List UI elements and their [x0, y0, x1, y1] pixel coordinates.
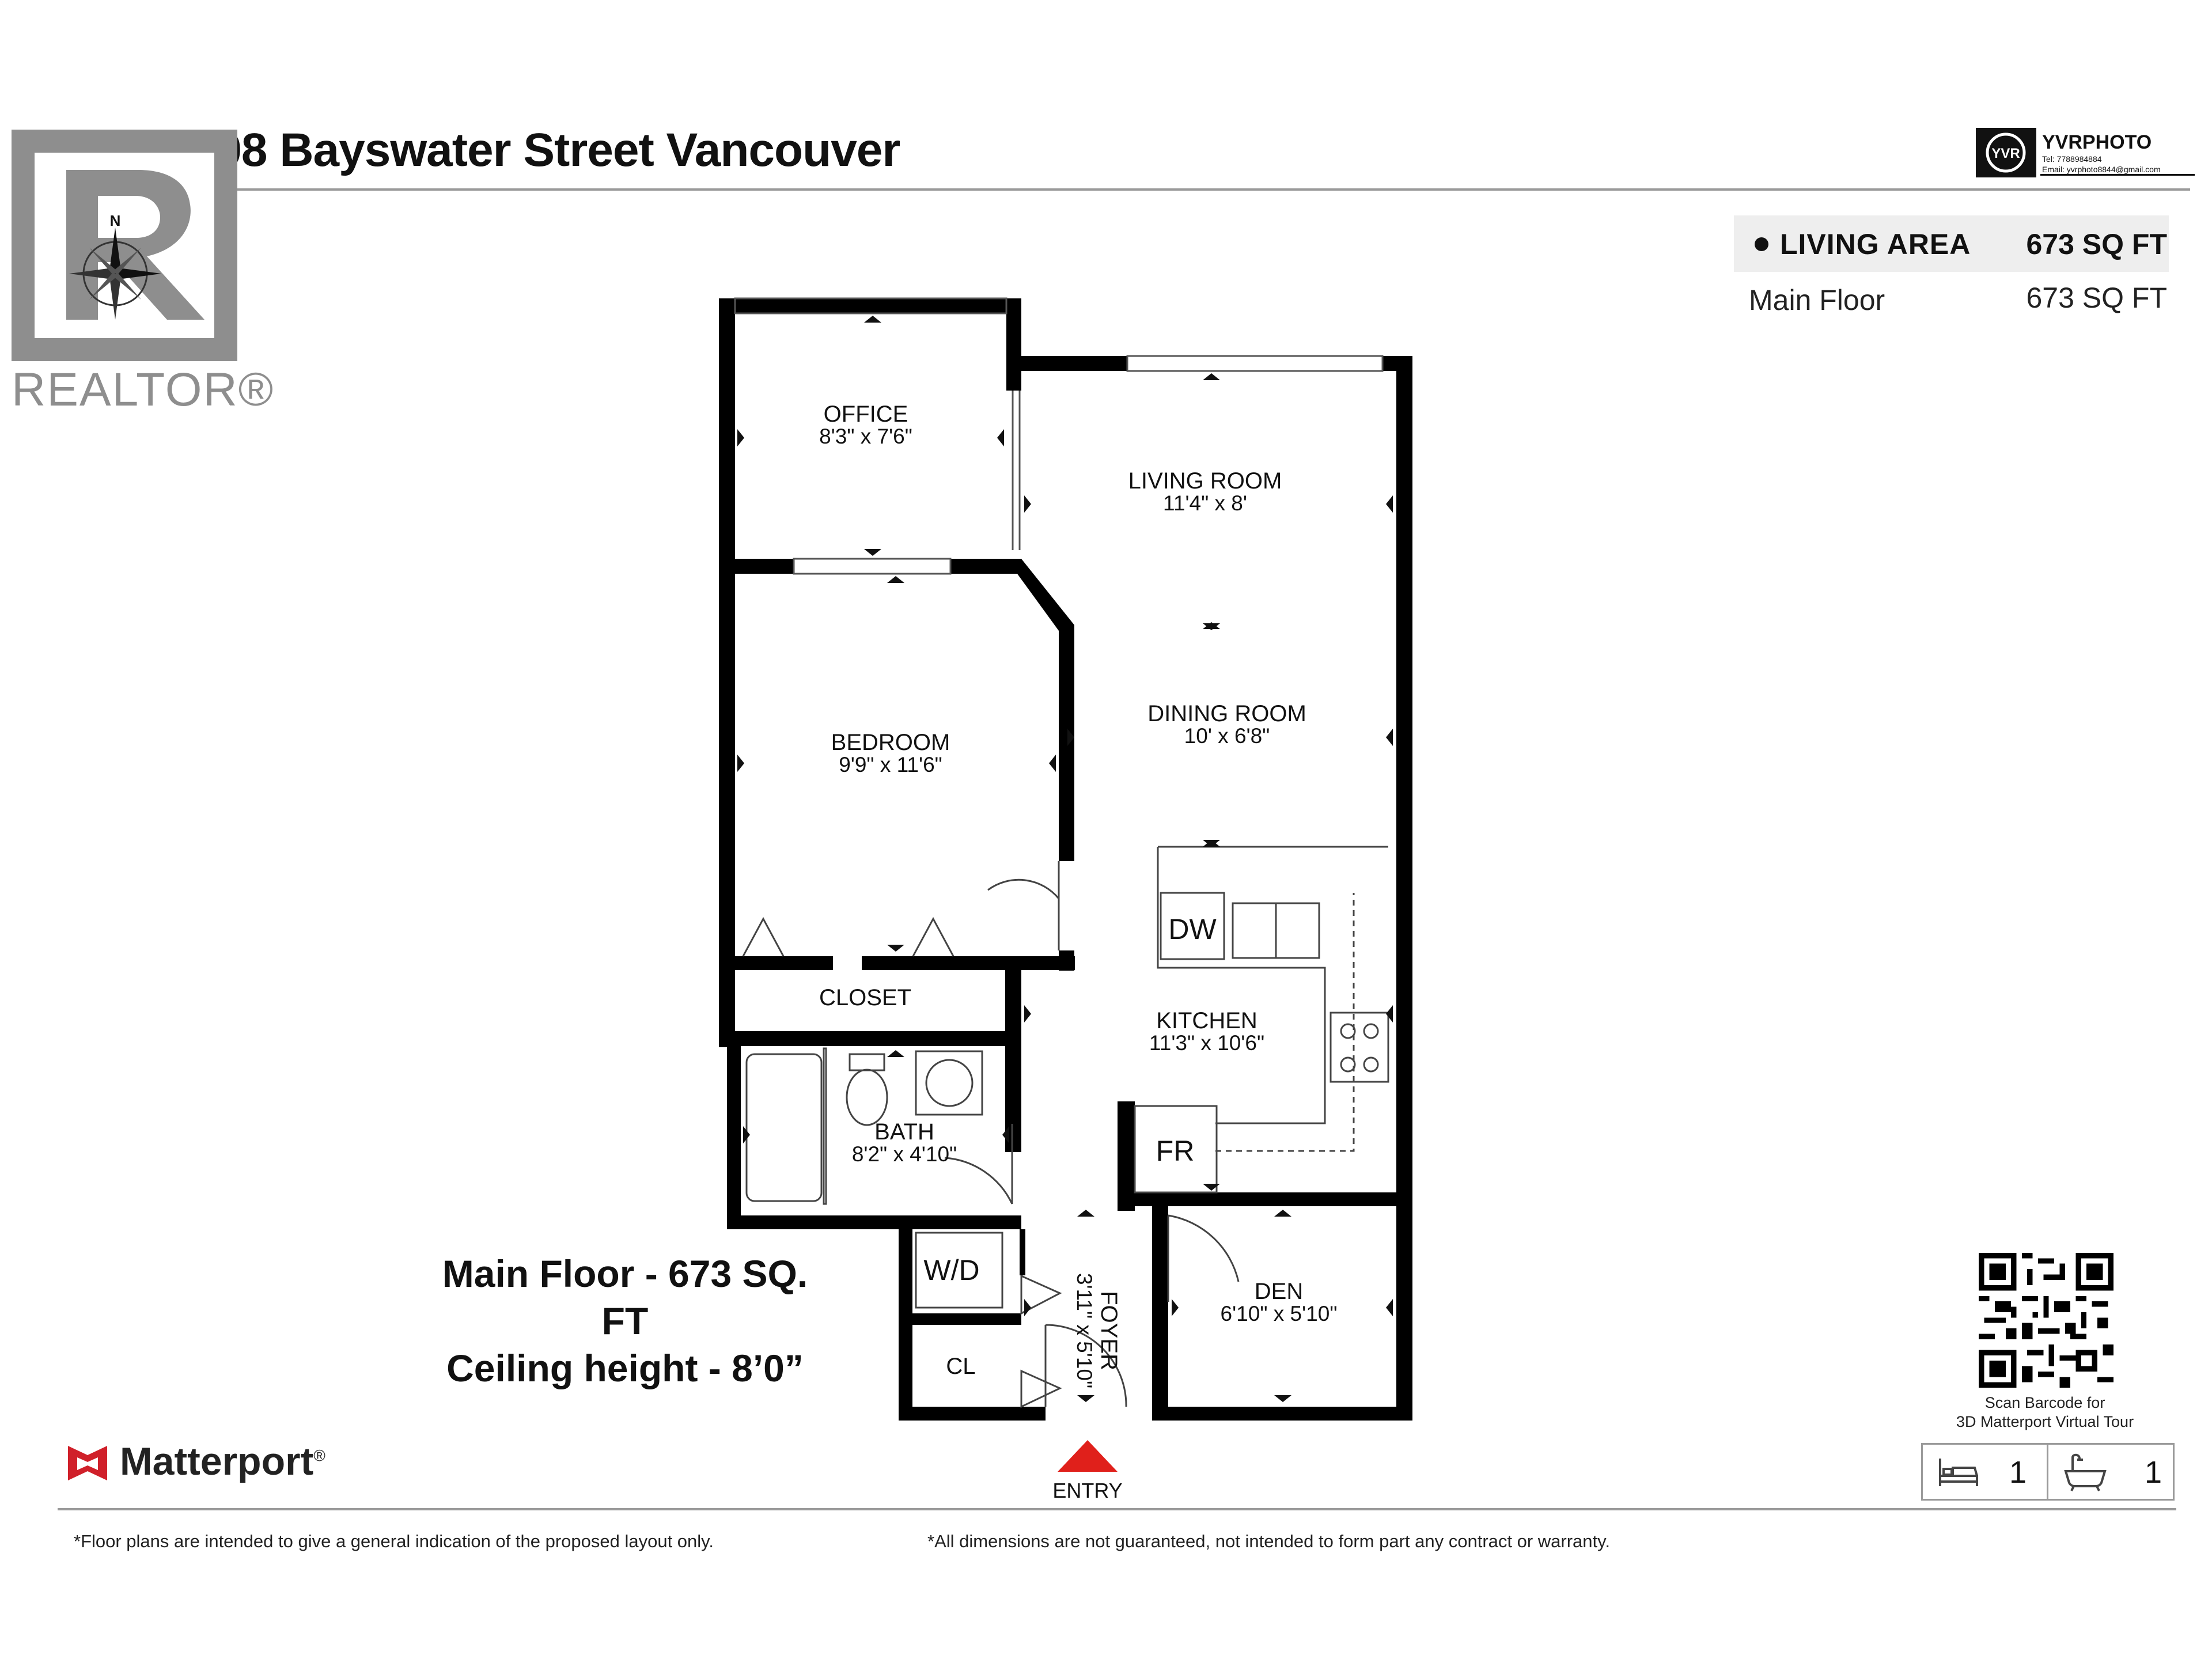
brand-email: Email: yvrphoto8844@gmail.com	[2042, 165, 2161, 174]
qr-caption-line-2: 3D Matterport Virtual Tour	[1956, 1413, 2134, 1430]
wall	[719, 298, 735, 1047]
dishwasher	[1160, 892, 1225, 960]
wall	[1152, 1407, 1412, 1421]
qr-caption-line-1: Scan Barcode for	[1984, 1394, 2105, 1411]
bath-door	[944, 1124, 1013, 1205]
wall	[1152, 1206, 1168, 1421]
window	[734, 297, 1007, 315]
wall	[862, 956, 1075, 970]
matterport-brand: Matterport	[120, 1440, 314, 1483]
compass-north-label: N	[110, 213, 121, 229]
counter-edge	[1157, 847, 1326, 1124]
ceiling-height-note: Ceiling height - 8’0”	[446, 1347, 804, 1389]
room-den-name: DEN	[1255, 1279, 1303, 1304]
vanity	[915, 1050, 983, 1116]
window	[793, 558, 952, 575]
room-den-size: 6'10" x 5'10"	[1221, 1302, 1338, 1325]
wall	[1020, 1229, 1025, 1275]
room-living-size: 11'4" x 8'	[1163, 491, 1247, 515]
room-dining-size: 10' x 6'8"	[1184, 724, 1270, 748]
wall	[1059, 631, 1074, 861]
qr-code-icon[interactable]	[1979, 1253, 2113, 1388]
disclaimer-dimensions: *All dimensions are not guaranteed, not …	[927, 1531, 1610, 1551]
room-bath-size: 8'2" x 4'10"	[852, 1142, 957, 1166]
washer-dryer	[915, 1232, 1003, 1309]
toilet-bowl	[846, 1069, 888, 1126]
fridge	[1134, 1105, 1218, 1194]
matterport-wordmark: Matterport®	[120, 1439, 325, 1484]
cl-door	[1020, 1369, 1062, 1408]
realtor-logo-icon	[12, 130, 237, 361]
living-area-label: LIVING AREA	[1780, 228, 1971, 260]
room-dining-name: DINING ROOM	[1147, 701, 1306, 726]
wall	[899, 1407, 1046, 1421]
room-kitchen-name: KITCHEN	[1156, 1008, 1257, 1033]
cooktop	[1330, 1012, 1389, 1083]
wall	[719, 956, 833, 970]
bathroom-sink	[925, 1059, 974, 1107]
closet-door	[742, 916, 955, 957]
brand-tel: Tel: 7788984884	[2042, 154, 2102, 164]
summary-divider	[2047, 1443, 2048, 1501]
main-floor-note: Main Floor - 673 SQ. FT	[442, 1252, 808, 1342]
wall	[1006, 356, 1127, 371]
brand-name: YVRPHOTO	[2042, 131, 2152, 153]
living-area-value: 673 SQ FT	[2026, 228, 2167, 260]
room-office-size: 8'3" x 7'6"	[819, 425, 912, 448]
room-foyer-size: 3'11" x 5'10"	[1073, 1273, 1096, 1388]
footer-divider	[58, 1508, 2176, 1510]
entry-label: ENTRY	[1052, 1479, 1122, 1502]
matterport-registered-mark: ®	[313, 1446, 325, 1465]
bath-count: 1	[2145, 1455, 2162, 1490]
compass-rose-icon: N	[69, 213, 161, 320]
room-foyer-name: FOYER	[1096, 1291, 1122, 1370]
wall	[1118, 1192, 1411, 1206]
bed-count: 1	[2009, 1455, 2027, 1490]
washer-dryer-label: W/D	[923, 1254, 979, 1286]
header-divider	[65, 188, 2190, 191]
wall	[1006, 298, 1021, 391]
matterport-logo-icon	[68, 1446, 107, 1480]
room-closet-name: CLOSET	[819, 985, 911, 1010]
entry-arrow-icon	[1058, 1440, 1118, 1472]
living-area-panel	[1734, 215, 2169, 272]
yvr-logo-text: YVR	[1991, 146, 2020, 161]
wall	[899, 1313, 1021, 1325]
entry-door	[1044, 1324, 1127, 1407]
window	[1126, 355, 1384, 372]
room-office-name: OFFICE	[824, 402, 908, 427]
wall	[727, 1215, 1021, 1229]
wall	[719, 298, 1021, 313]
room-kitchen-size: 11'3" x 10'6"	[1149, 1031, 1264, 1055]
den-door	[1167, 1214, 1240, 1302]
bedroom-door	[987, 861, 1060, 950]
toilet-tank	[849, 1053, 885, 1071]
fridge-label: FR	[1156, 1135, 1195, 1167]
room-living-name: LIVING ROOM	[1128, 468, 1282, 494]
bathtub	[745, 1053, 823, 1202]
wall	[1012, 1046, 1021, 1124]
wall	[719, 1031, 1021, 1046]
main-floor-value: 673 SQ FT	[2026, 282, 2167, 314]
wall	[950, 559, 1020, 574]
main-floor-label: Main Floor	[1749, 284, 1885, 316]
floor-summary: Main Floor - 673 SQ. FT Ceiling height -…	[429, 1250, 821, 1392]
room-bath-name: BATH	[874, 1119, 934, 1145]
bed-icon	[1939, 1459, 1978, 1486]
wd-door	[1020, 1274, 1062, 1315]
yvrphoto-logo-icon: YVR	[1976, 128, 2195, 177]
bullet-icon	[1755, 237, 1768, 251]
room-bedroom-size: 9'9" x 11'6"	[839, 753, 942, 777]
wall	[719, 559, 794, 574]
linen-closet-label: CL	[946, 1354, 975, 1379]
dishwasher-label: DW	[1168, 913, 1217, 945]
wall	[1396, 356, 1412, 1421]
bathtub-icon	[2064, 1453, 2107, 1491]
wall	[727, 1046, 741, 1229]
room-bedroom-name: BEDROOM	[831, 730, 950, 755]
wall	[1006, 559, 1074, 639]
realtor-wordmark: REALTOR®	[12, 363, 275, 416]
disclaimer-layout: *Floor plans are intended to give a gene…	[74, 1531, 714, 1551]
